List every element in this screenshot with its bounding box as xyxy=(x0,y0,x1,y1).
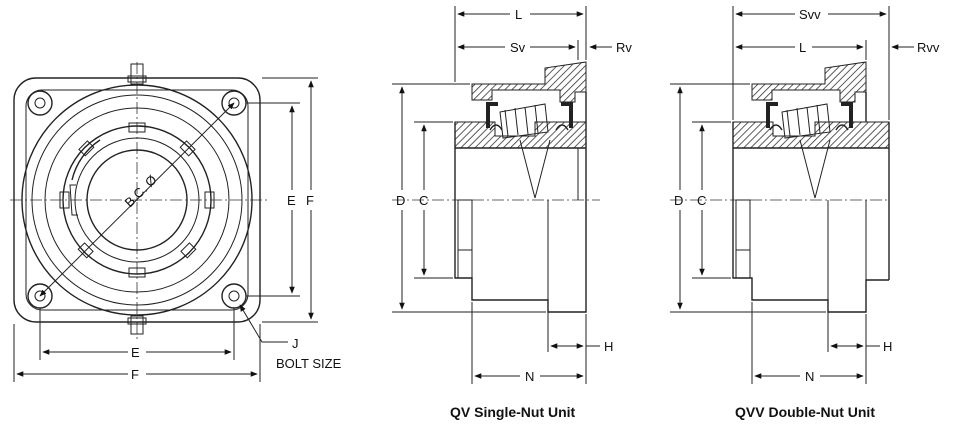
e-vertical-label: E xyxy=(287,193,296,208)
f-horizontal-label: F xyxy=(131,367,139,382)
qv-roller-line-3 xyxy=(524,106,529,135)
qvv-bottom-flange xyxy=(735,199,751,279)
bolt-hole-bottom-right xyxy=(221,283,247,309)
qv-roller-line-4 xyxy=(534,104,539,134)
qvv-c-label: C xyxy=(697,193,706,208)
flange-outline xyxy=(13,77,261,323)
e-horizontal-label: E xyxy=(131,345,140,360)
qv-c-label: C xyxy=(419,193,428,208)
bc-diameter-line xyxy=(39,102,235,297)
qvv-seal-left xyxy=(766,102,778,128)
qvv-seal-right xyxy=(841,102,853,128)
qvv-svv-label: Svv xyxy=(799,7,821,22)
qvv-roller-line-2 xyxy=(796,107,801,136)
qv-housing-flange-section xyxy=(454,121,587,149)
qv-h-label: H xyxy=(604,339,613,354)
bolt-hole-top-left xyxy=(27,90,53,116)
qvv-side-view: Svv L Rvv D C H N QVV Double-Nut Unit xyxy=(670,6,940,420)
qvv-roller-line-1 xyxy=(786,109,791,137)
qvv-housing-top-section xyxy=(751,61,867,103)
qv-roller-line-1 xyxy=(504,109,509,137)
qvv-cone-line-2 xyxy=(814,139,831,199)
qvv-n-label: N xyxy=(805,369,814,384)
qv-bottom-flange xyxy=(457,199,473,279)
qvv-seal-lips xyxy=(769,124,849,131)
qv-seal-lips xyxy=(489,124,569,131)
f-vertical-label: F xyxy=(306,193,314,208)
qv-roller-line-2 xyxy=(514,107,519,136)
qv-n-label: N xyxy=(525,369,534,384)
qvv-rvv-label: Rvv xyxy=(917,40,940,55)
housing-outer-circle xyxy=(21,84,253,316)
grease-fitting-top xyxy=(127,63,147,85)
qvv-roller-line-4 xyxy=(816,104,821,134)
j-leader-line xyxy=(239,304,288,343)
front-view: B.C. Ø E F E F J BOLT SIZE xyxy=(10,62,342,382)
qv-cone-line-1 xyxy=(519,139,536,199)
qv-seal-left xyxy=(486,102,498,128)
qv-housing-bottom-outline xyxy=(454,200,587,313)
qvv-h-label: H xyxy=(883,339,892,354)
qvv-d-label: D xyxy=(674,193,683,208)
qvv-roller-outline xyxy=(781,103,831,139)
qvv-cone-line-1 xyxy=(799,139,816,199)
qvv-roller-line-3 xyxy=(806,106,811,135)
qv-caption: QV Single-Nut Unit xyxy=(450,404,576,420)
qv-side-view: L Sv Rv D C H N QV Single-Nut Unit xyxy=(392,6,632,420)
bolt-size-label: BOLT SIZE xyxy=(276,356,342,371)
grease-fitting-bottom xyxy=(127,315,147,335)
qv-sv-label: Sv xyxy=(510,40,526,55)
qvv-l-label: L xyxy=(799,40,806,55)
housing-pilot-circle xyxy=(31,94,243,306)
j-label: J xyxy=(292,336,299,351)
qvv-caption: QVV Double-Nut Unit xyxy=(735,404,875,420)
bc-label: B.C. Ø xyxy=(122,172,160,210)
qv-d-label: D xyxy=(396,193,405,208)
flange-inner-edge xyxy=(25,89,249,311)
qv-cone-line-2 xyxy=(534,139,551,199)
qv-l-label: L xyxy=(515,7,522,22)
qv-housing-top-section xyxy=(471,61,587,103)
qv-seal-right xyxy=(561,102,573,128)
qv-rv-label: Rv xyxy=(616,40,632,55)
